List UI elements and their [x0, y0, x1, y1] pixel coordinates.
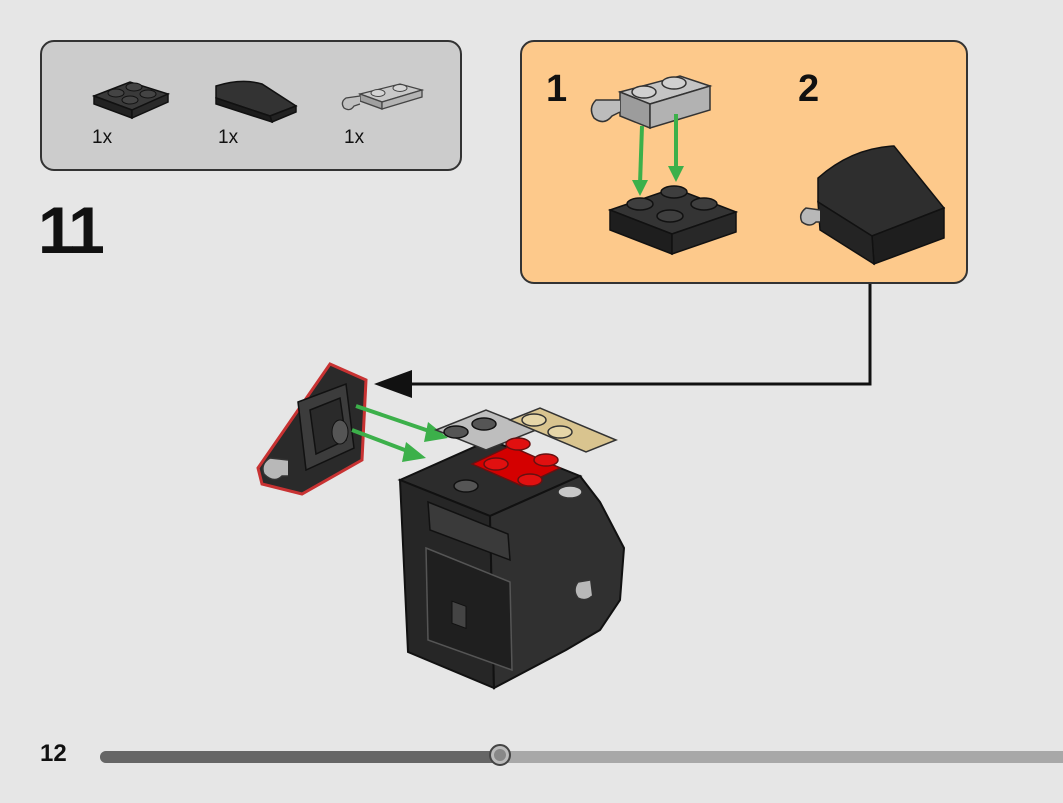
part-item: 1x: [86, 64, 186, 164]
progress-fill: [100, 751, 500, 763]
sub-step-number: 2: [798, 68, 820, 110]
curved-slope-2x2-dark-grey-icon: [799, 145, 946, 266]
plate-2x2-dark-grey-icon: [607, 185, 739, 256]
parts-list: 1x 1x 1x: [40, 40, 462, 171]
green-arrow-icon: [351, 404, 448, 462]
sub-assembly-highlighted: [256, 362, 368, 496]
part-item: 1x: [212, 64, 312, 164]
plate-1x2-with-clip-light-grey-icon: [341, 83, 425, 111]
curved-slope-2x2-dark-grey-icon: [215, 80, 298, 124]
plate-2x2-dark-grey-icon: [91, 81, 171, 120]
green-arrow-icon: [632, 114, 684, 196]
page-number: 12: [40, 740, 67, 767]
model-body: [397, 438, 626, 690]
main-model-illustration: [256, 362, 626, 690]
sub-step-number: 1: [546, 68, 568, 110]
model-top: [433, 407, 618, 499]
sub-assembly-illustration: [590, 75, 946, 266]
sub-assembly-callout: 1 2: [520, 40, 968, 284]
part-item: 1x: [338, 64, 438, 164]
progress-knob[interactable]: [488, 744, 511, 766]
step-number: 11: [38, 193, 105, 267]
progress-bar[interactable]: [100, 744, 1063, 766]
part-quantity: 1x: [92, 127, 113, 148]
part-quantity: 1x: [218, 127, 239, 148]
plate-1x2-with-clip-light-grey-icon: [590, 75, 713, 130]
part-quantity: 1x: [344, 127, 365, 148]
